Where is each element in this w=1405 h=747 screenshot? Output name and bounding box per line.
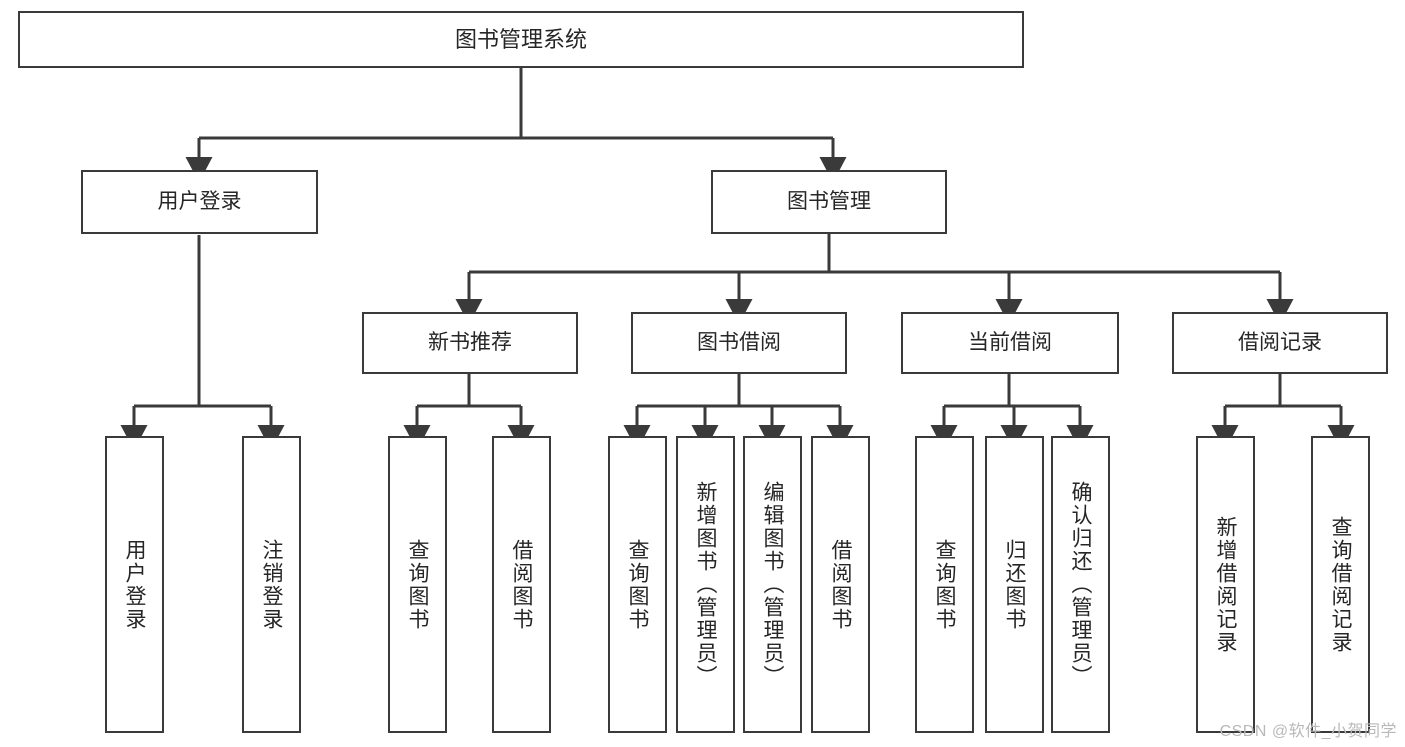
node-book-borrow[interactable]: 图书借阅	[631, 312, 847, 374]
node-label: 图书管理系统	[454, 26, 587, 52]
node-label: 查询借阅记录	[1329, 515, 1352, 654]
node-label: 归还图书	[1003, 538, 1026, 631]
leaf-book-borrow-query-book[interactable]: 查询图书	[608, 436, 667, 733]
leaf-book-borrow-edit-book[interactable]: 编辑图书（管理员）	[743, 436, 802, 733]
node-label: 查询图书	[406, 538, 429, 631]
node-book-management[interactable]: 图书管理	[711, 170, 947, 234]
leaf-borrow-records-query-record[interactable]: 查询借阅记录	[1311, 436, 1370, 733]
leaf-user-login-login[interactable]: 用户登录	[105, 436, 164, 733]
node-label: 查询图书	[933, 538, 956, 631]
node-label: 用户登录	[123, 538, 146, 631]
leaf-current-borrow-query-book[interactable]: 查询图书	[915, 436, 974, 733]
node-borrow-records[interactable]: 借阅记录	[1172, 312, 1388, 374]
node-label: 用户登录	[157, 189, 242, 213]
leaf-book-borrow-borrow-book[interactable]: 借阅图书	[811, 436, 870, 733]
node-new-book-recommend[interactable]: 新书推荐	[362, 312, 578, 374]
node-label: 当前借阅	[968, 330, 1052, 354]
leaf-user-login-logout[interactable]: 注销登录	[242, 436, 301, 733]
leaf-current-borrow-confirm-return[interactable]: 确认归还（管理员）	[1051, 436, 1110, 733]
leaf-new-book-query-book[interactable]: 查询图书	[388, 436, 447, 733]
node-label: 新书推荐	[428, 330, 512, 354]
node-label: 图书管理	[787, 189, 871, 213]
node-label: 编辑图书（管理员）	[761, 481, 784, 688]
node-current-borrow[interactable]: 当前借阅	[901, 312, 1119, 374]
leaf-current-borrow-return-book[interactable]: 归还图书	[985, 436, 1044, 733]
leaf-new-book-borrow-book[interactable]: 借阅图书	[492, 436, 551, 733]
node-label: 新增图书（管理员）	[694, 481, 717, 688]
node-label: 查询图书	[626, 538, 649, 631]
node-label: 借阅记录	[1238, 330, 1322, 354]
node-label: 借阅图书	[510, 538, 533, 631]
node-label: 借阅图书	[829, 538, 852, 631]
node-label: 注销登录	[260, 538, 283, 631]
watermark: CSDN @软件_小贺同学	[1219, 723, 1397, 740]
node-root-book-management-system[interactable]: 图书管理系统	[18, 11, 1024, 68]
leaf-borrow-records-add-record[interactable]: 新增借阅记录	[1196, 436, 1255, 733]
node-label: 新增借阅记录	[1214, 515, 1237, 654]
leaf-book-borrow-add-book[interactable]: 新增图书（管理员）	[676, 436, 735, 733]
node-label: 图书借阅	[697, 330, 781, 354]
node-user-login[interactable]: 用户登录	[81, 170, 318, 234]
node-label: 确认归还（管理员）	[1069, 481, 1092, 688]
